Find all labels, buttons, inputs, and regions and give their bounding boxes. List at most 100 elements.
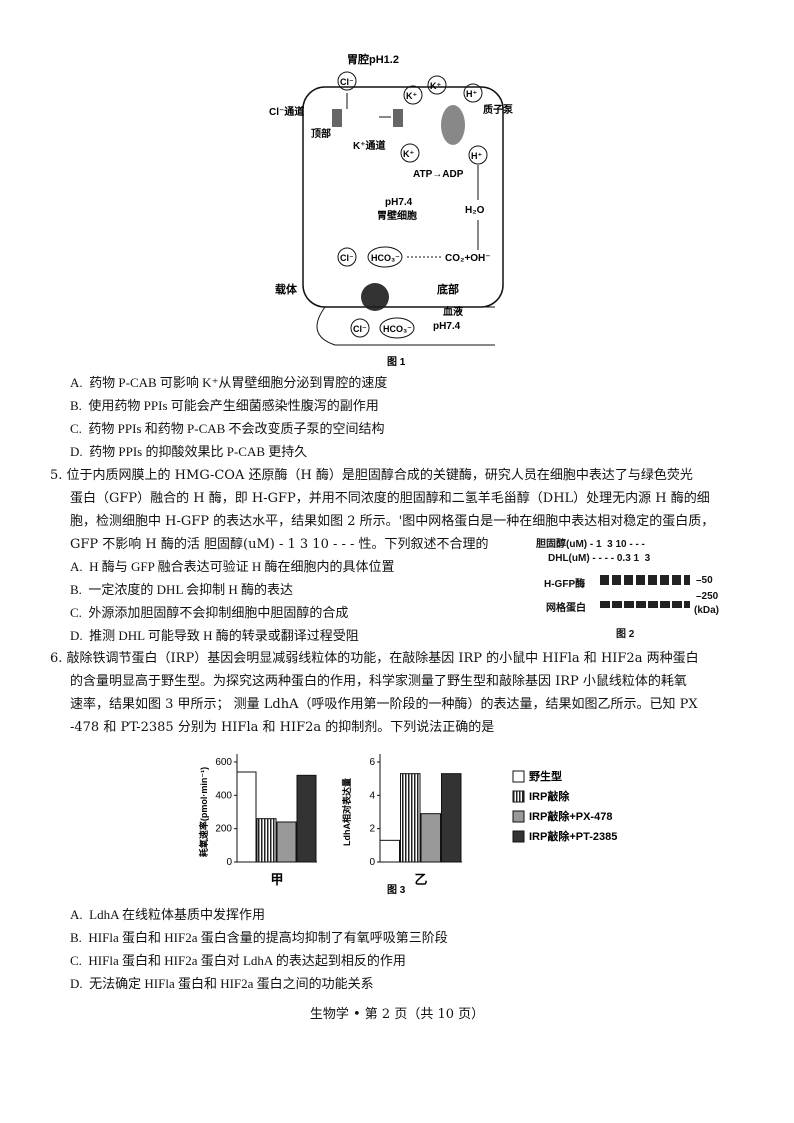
hco3-ion-blood: HCO₃⁻ — [383, 324, 412, 334]
k-ion-circle — [427, 75, 447, 95]
k-ion-2: K⁺ — [430, 81, 441, 91]
y-tick-label: 6 — [369, 757, 375, 768]
h-ion-bottom: H⁺ — [471, 151, 482, 161]
y-tick-label: 0 — [369, 857, 375, 868]
q5-line: GFP 不影响 H 酶的活 胆固醇(uM) - 1 3 10 - - - 性。下… — [70, 537, 489, 552]
kda-label: (kDa) — [694, 605, 720, 616]
bar-2 — [256, 818, 277, 863]
q4-option-b: B. 使用药物 PPIs 可能会产生细菌感染性腹泻的副作用 — [70, 398, 379, 413]
k-ion-circle — [403, 85, 423, 105]
stomach-ph-label: 胃腔pH1.2 — [347, 52, 399, 66]
page-footer: 生物学 • 第 2 页（共 10 页） — [309, 1007, 485, 1022]
q5-option-d: D. 推测 DHL 可能导致 H 酶的转录或翻译过程受阻 — [70, 628, 359, 643]
hco3-ion-circle — [367, 246, 403, 268]
q4-option-a: A. 药物 P-CAB 可影响 K⁺从胃壁细胞分泌到胃腔的速度 — [70, 375, 388, 390]
hco3-ion-circle — [379, 317, 415, 339]
h-ion-circle — [468, 145, 488, 165]
legend-label-4: IRP敲除+PT-2385 — [529, 829, 617, 843]
k-channel-label: K⁺通道 — [353, 139, 386, 152]
bar-3 — [276, 821, 297, 863]
hco3-ion-cell: HCO₃⁻ — [371, 253, 400, 263]
legend-label-2: IRP敲除 — [529, 789, 570, 803]
legend-label-1: 野生型 — [529, 769, 562, 783]
proton-pump-shape — [441, 105, 465, 145]
cl-ion-circle — [337, 71, 357, 91]
blood-label: 血液 — [443, 305, 463, 318]
q5-option-b: B. 一定浓度的 DHL 会抑制 H 酶的表达 — [70, 582, 294, 597]
chart-title: 乙 — [414, 872, 427, 887]
chart-jia: 0 200 400 600 耗氧速率(pmol·min⁻¹) 甲 — [198, 754, 317, 887]
k-channel-shape — [393, 109, 403, 127]
mark-50: –50 — [696, 575, 713, 586]
k-ion-3: K⁺ — [403, 149, 414, 159]
y-axis-label: 耗氧速率(pmol·min⁻¹) — [198, 767, 209, 857]
bar-3 — [420, 813, 441, 863]
y-tick-label: 600 — [215, 757, 232, 768]
bar-1 — [379, 839, 400, 863]
cl-ion-blood: Cl⁻ — [353, 324, 367, 334]
cl-ion-circle — [350, 318, 370, 338]
q5-line: 5. 位于内质网膜上的 HMG-COA 还原酶（H 酶）是胆固醇合成的关键酶，研… — [50, 468, 693, 483]
figure-1-parietal-cell: 胃腔pH1.2 Cl⁻通道 顶部 K⁺通道 质子泵 Cl⁻ K⁺ K⁺ H⁺ K… — [269, 52, 514, 368]
q4-option-c: C. 药物 PPIs 和药物 P-CAB 不会改变质子泵的空间结构 — [70, 421, 385, 436]
co2-oh-label: CO₂+OH⁻ — [445, 253, 491, 264]
carrier-shape — [361, 283, 389, 311]
y-tick-label: 4 — [369, 790, 375, 801]
q6-option-c: C. HIFla 蛋白和 HIF2a 蛋白对 LdhA 的表达起到相反的作用 — [70, 953, 406, 968]
h2o-label: H₂O — [465, 205, 485, 216]
clathrin-bands — [600, 601, 690, 608]
q6-line: 的含量明显高于野生型。为探究这两种蛋白的作用，科学家测量了野生型和敲除基因 IR… — [70, 674, 687, 689]
q6-line: 6. 敲除铁调节蛋白（IRP）基因会明显减弱线粒体的功能，在敲除基因 IRP 的… — [50, 651, 699, 666]
blood-ph-label: pH7.4 — [433, 321, 461, 332]
question-6-stem: 6. 敲除铁调节蛋白（IRP）基因会明显减弱线粒体的功能，在敲除基因 IRP 的… — [50, 647, 750, 739]
atp-adp-label: ATP→ADP — [413, 169, 464, 180]
bar-4 — [441, 773, 462, 863]
h-ion-circle — [463, 83, 483, 103]
q5-option-c: C. 外源添加胆固醇不会抑制细胞中胆固醇的合成 — [70, 605, 349, 620]
q6-line: 速率，结果如图 3 甲所示； 测量 LdhA（呼吸作用第一阶段的一种酶）的表达量… — [70, 697, 698, 712]
y-axis-label: LdhA相对表达量 — [341, 778, 352, 846]
dhl-row: DHL(uM) - - - - 0.3 1 3 — [548, 553, 651, 564]
q5-line: 胞，检测细胞中 H-GFP 的表达水平，结果如图 2 所示。'图中网格蛋白是一种… — [70, 514, 715, 529]
figure-3-caption: 图 3 — [387, 884, 406, 896]
y-tick-label: 400 — [215, 790, 232, 801]
k-ion-circle — [400, 143, 420, 163]
cl-ion-cell: Cl⁻ — [340, 253, 354, 263]
carrier-label: 载体 — [275, 282, 298, 296]
legend-swatch-1 — [512, 770, 525, 783]
legend-swatch-4 — [512, 830, 525, 843]
legend-label-3: IRP敲除+PX-478 — [529, 809, 612, 823]
cell-ph-label: pH7.4 — [385, 197, 413, 208]
chart-title: 甲 — [270, 872, 283, 887]
cl-channel-shape — [332, 109, 342, 127]
q5-option-a: A. H 酶与 GFP 融合表达可验证 H 酶在细胞内的具体位置 — [70, 559, 395, 574]
figure-2-caption: 图 2 — [616, 629, 635, 640]
q6-option-a: A. LdhA 在线粒体基质中发挥作用 — [70, 907, 266, 922]
legend-swatch-2 — [512, 790, 525, 803]
apical-label: 顶部 — [311, 127, 331, 140]
q6-line: -478 和 PT-2385 分别为 HIFla 和 HIF2a 的抑制剂。下列… — [70, 720, 495, 735]
h-gfp-label: H-GFP酶 — [544, 579, 586, 590]
bar-2 — [400, 773, 421, 863]
question-5-stem: 5. 位于内质网膜上的 HMG-COA 还原酶（H 酶）是胆固醇合成的关键酶，研… — [50, 464, 750, 556]
cell-name-label: 胃壁细胞 — [377, 209, 417, 222]
q5-line: 蛋白（GFP）融合的 H 酶，即 H-GFP，并用不同浓度的胆固醇和二氢羊毛甾醇… — [70, 491, 710, 506]
q6-option-b: B. HIFla 蛋白和 HIF2a 蛋白含量的提高均抑制了有氧呼吸第三阶段 — [70, 930, 448, 945]
q6-option-d: D. 无法确定 HIFla 蛋白和 HIF2a 蛋白之间的功能关系 — [70, 976, 374, 991]
bar-4 — [296, 774, 317, 863]
proton-pump-label: 质子泵 — [483, 103, 514, 116]
cholesterol-row: 胆固醇(uM) - 1 3 10 - - - — [536, 539, 645, 550]
figure-1-caption: 图 1 — [387, 356, 406, 368]
y-tick-label: 0 — [226, 857, 232, 868]
figure-2-western-blot: 胆固醇(uM) - 1 3 10 - - - DHL(uM) - - - - 0… — [536, 535, 766, 645]
y-tick-label: 200 — [215, 824, 232, 835]
q4-option-d: D. 药物 PPIs 的抑酸效果比 P-CAB 更持久 — [70, 444, 308, 459]
blood-vessel — [316, 306, 495, 346]
h-ion-top: H⁺ — [466, 89, 477, 99]
mark-250: –250 — [696, 591, 719, 602]
cl-ion-circle — [337, 247, 357, 267]
basal-label: 底部 — [437, 282, 459, 296]
